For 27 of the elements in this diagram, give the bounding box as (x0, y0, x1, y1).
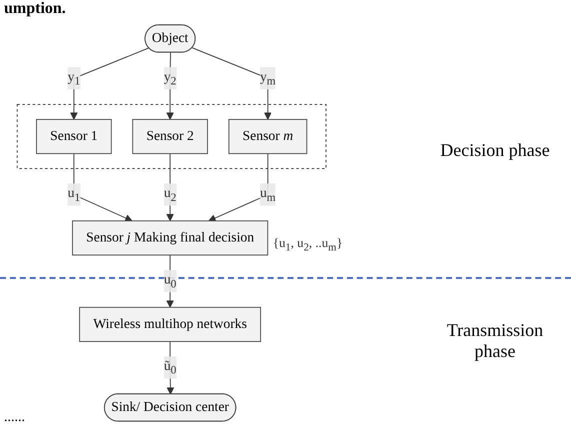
arrow (208, 153, 268, 222)
arrow (166, 52, 174, 120)
arrow (73, 153, 132, 222)
ellipsis-text: ...... (4, 410, 25, 426)
node-box: Sensor j Making final decision (72, 220, 268, 256)
node-box: Sensor 1 (36, 119, 112, 154)
phase-label: Decision phase (439, 140, 551, 161)
edge-label: y$_{1}$ (68, 70, 80, 87)
arrow (166, 341, 174, 395)
edge-label: u$_{m}$ (260, 186, 276, 204)
node-box: Sensor m (228, 119, 308, 154)
edge-label: u$_{0}$ (164, 272, 176, 290)
node-box: Wireless multihop networks (79, 306, 262, 342)
edge-label: y$_{m}$ (260, 70, 276, 87)
arrow (166, 153, 174, 222)
edge-label: u$_{2}$ (164, 186, 176, 204)
node-box: Sensor 2 (132, 119, 208, 154)
edge-label: u$_{1}$ (68, 186, 80, 204)
arrow (70, 48, 150, 120)
phase-label: Transmission phase (446, 320, 544, 362)
edge-label: y$_{2}$ (164, 70, 176, 87)
cluster (16, 104, 326, 169)
edge-label: ũ$_{0}$ (164, 359, 176, 376)
node-annotation: {u$_{1}$, u$_{2}$, ..u$_{m}$} (272, 237, 343, 254)
arrow (192, 47, 272, 120)
arrow (166, 254, 174, 308)
text-fragment: umption. (4, 0, 66, 18)
